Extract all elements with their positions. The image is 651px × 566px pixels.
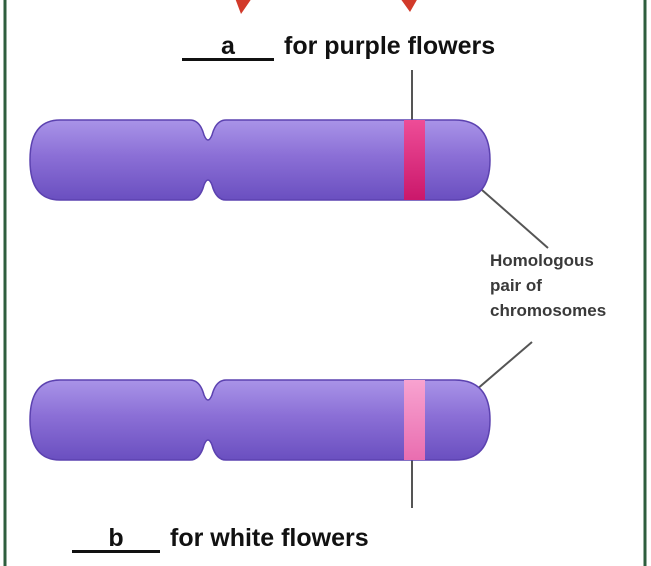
allele-band-purple: [404, 115, 425, 205]
label-bottom-allele: b for white flowers: [72, 524, 369, 553]
label-top-text: for purple flowers: [284, 32, 495, 60]
label-homologous-pair: Homologous pair of chromosomes: [490, 248, 606, 323]
chromosome-top: [30, 115, 490, 205]
label-homologous-line1: Homologous: [490, 248, 606, 273]
chromosome-bottom: [30, 375, 490, 465]
blank-a: a: [182, 35, 274, 61]
top-accent-mark-right: [400, 0, 418, 12]
label-homologous-line2: pair of: [490, 273, 606, 298]
label-top-allele: a for purple flowers: [182, 32, 495, 61]
leader-line-to-top-chromosome: [482, 190, 548, 248]
top-accent-mark-left: [235, 0, 252, 14]
label-homologous-line3: chromosomes: [490, 298, 606, 323]
blank-b: b: [72, 527, 160, 553]
label-bottom-text: for white flowers: [170, 524, 369, 552]
allele-band-white: [404, 375, 425, 465]
